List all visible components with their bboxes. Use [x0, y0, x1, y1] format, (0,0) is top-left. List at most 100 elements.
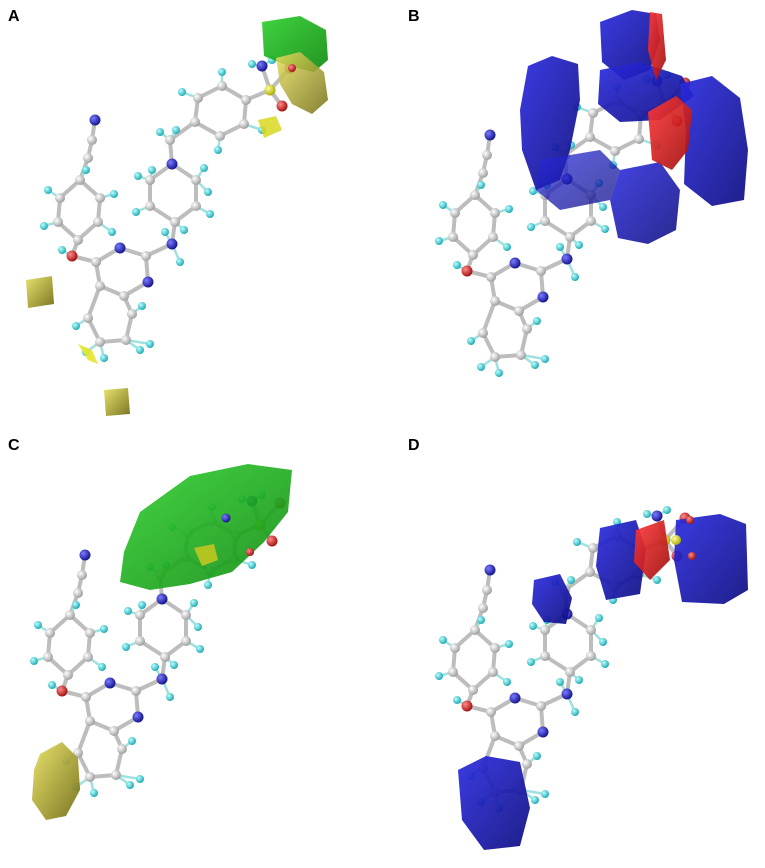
hydrogen-atom [218, 68, 226, 76]
blue-contour [458, 756, 530, 850]
carbon-atom [486, 707, 496, 717]
hydrogen-atom [505, 205, 513, 213]
carbon-atom [514, 306, 524, 316]
hydrogen-atom [531, 796, 539, 804]
nitrogen-atom [484, 129, 496, 141]
hydrogen-atom [170, 661, 178, 669]
carbon-atom [53, 217, 63, 227]
hydrogen-atom [90, 789, 98, 797]
carbon-atom [165, 135, 175, 145]
hydrogen-atom [190, 599, 198, 607]
carbon-atom [85, 772, 95, 782]
carbon-atom [181, 636, 191, 646]
hydrogen-atom [172, 126, 180, 134]
hydrogen-atom [136, 775, 144, 783]
nitrogen-atom [166, 238, 178, 250]
carbon-atom [448, 232, 458, 242]
hydrogen-atom [196, 645, 204, 653]
hydrogen-atom [72, 601, 80, 609]
hydrogen-atom [533, 317, 541, 325]
hydrogen-atom [124, 607, 132, 615]
hydrogen-atom [138, 601, 146, 609]
oxygen-atom [686, 516, 694, 524]
nitrogen-atom [509, 257, 521, 269]
carbon-atom [83, 153, 93, 163]
hydrogen-atom [126, 781, 134, 789]
carbon-atom [135, 610, 145, 620]
carbon-atom [215, 131, 225, 141]
hydrogen-atom [495, 369, 503, 377]
hydrogen-atom [567, 576, 575, 584]
blue-contour [680, 76, 748, 206]
carbon-atom [45, 628, 55, 638]
carbon-atom [450, 208, 460, 218]
nitrogen-atom [156, 673, 168, 685]
nitrogen-atom [509, 692, 521, 704]
hydrogen-atom [453, 261, 461, 269]
carbon-atom [450, 643, 460, 653]
carbon-atom [77, 570, 87, 580]
bond [168, 120, 197, 142]
carbon-atom [478, 328, 488, 338]
hydrogen-atom [214, 146, 222, 154]
hydrogen-atom [435, 672, 443, 680]
hydrogen-atom [556, 678, 564, 686]
hydrogen-atom [34, 621, 42, 629]
yellow-contour [258, 116, 282, 138]
hydrogen-atom [467, 337, 475, 345]
carbon-atom [486, 272, 496, 282]
nitrogen-atom [561, 688, 573, 700]
hydrogen-atom [248, 60, 256, 68]
hydrogen-atom [533, 752, 541, 760]
blue-contour [674, 514, 748, 604]
bond [86, 284, 102, 320]
red-contour [648, 96, 692, 170]
carbon-atom [448, 667, 458, 677]
carbon-atom [145, 175, 155, 185]
hydrogen-atom [206, 210, 214, 218]
carbon-atom [470, 625, 480, 635]
carbon-atom [193, 93, 203, 103]
carbon-atom [95, 281, 105, 291]
carbon-atom [540, 625, 550, 635]
hydrogen-atom [503, 243, 511, 251]
carbon-atom [488, 667, 498, 677]
panel-label-d: D [408, 437, 420, 454]
bond [481, 299, 497, 335]
carbon-atom [478, 603, 488, 613]
nitrogen-atom [256, 60, 268, 72]
nitrogen-atom [79, 549, 91, 561]
carbon-atom [490, 296, 500, 306]
carbon-atom [191, 201, 201, 211]
carbon-atom [634, 134, 644, 144]
hydrogen-atom [575, 241, 583, 249]
hydrogen-atom [571, 273, 579, 281]
hydrogen-atom [599, 638, 607, 646]
carbon-atom [91, 257, 101, 267]
carbon-atom [131, 686, 141, 696]
panel-label-a: A [8, 8, 20, 25]
carbon-atom [490, 352, 500, 362]
red-contour [634, 520, 670, 580]
hydrogen-atom [204, 581, 212, 589]
hydrogen-atom [98, 663, 106, 671]
hydrogen-atom [72, 322, 80, 330]
carbon-atom [95, 337, 105, 347]
carbon-atom [87, 135, 97, 145]
carbon-atom [482, 150, 492, 160]
carbon-atom [478, 168, 488, 178]
hydrogen-atom [541, 355, 549, 363]
carbon-atom [93, 217, 103, 227]
blue-contour [532, 574, 572, 624]
carbon-atom [217, 81, 227, 91]
sulfur-atom [671, 535, 681, 545]
hydrogen-atom [541, 790, 549, 798]
hydrogen-atom [601, 660, 609, 668]
hydrogen-atom [132, 208, 140, 216]
oxygen-atom [66, 250, 78, 262]
nitrogen-atom [89, 114, 101, 126]
blue-contour [536, 150, 620, 210]
hydrogen-atom [477, 616, 485, 624]
hydrogen-atom [529, 622, 537, 630]
